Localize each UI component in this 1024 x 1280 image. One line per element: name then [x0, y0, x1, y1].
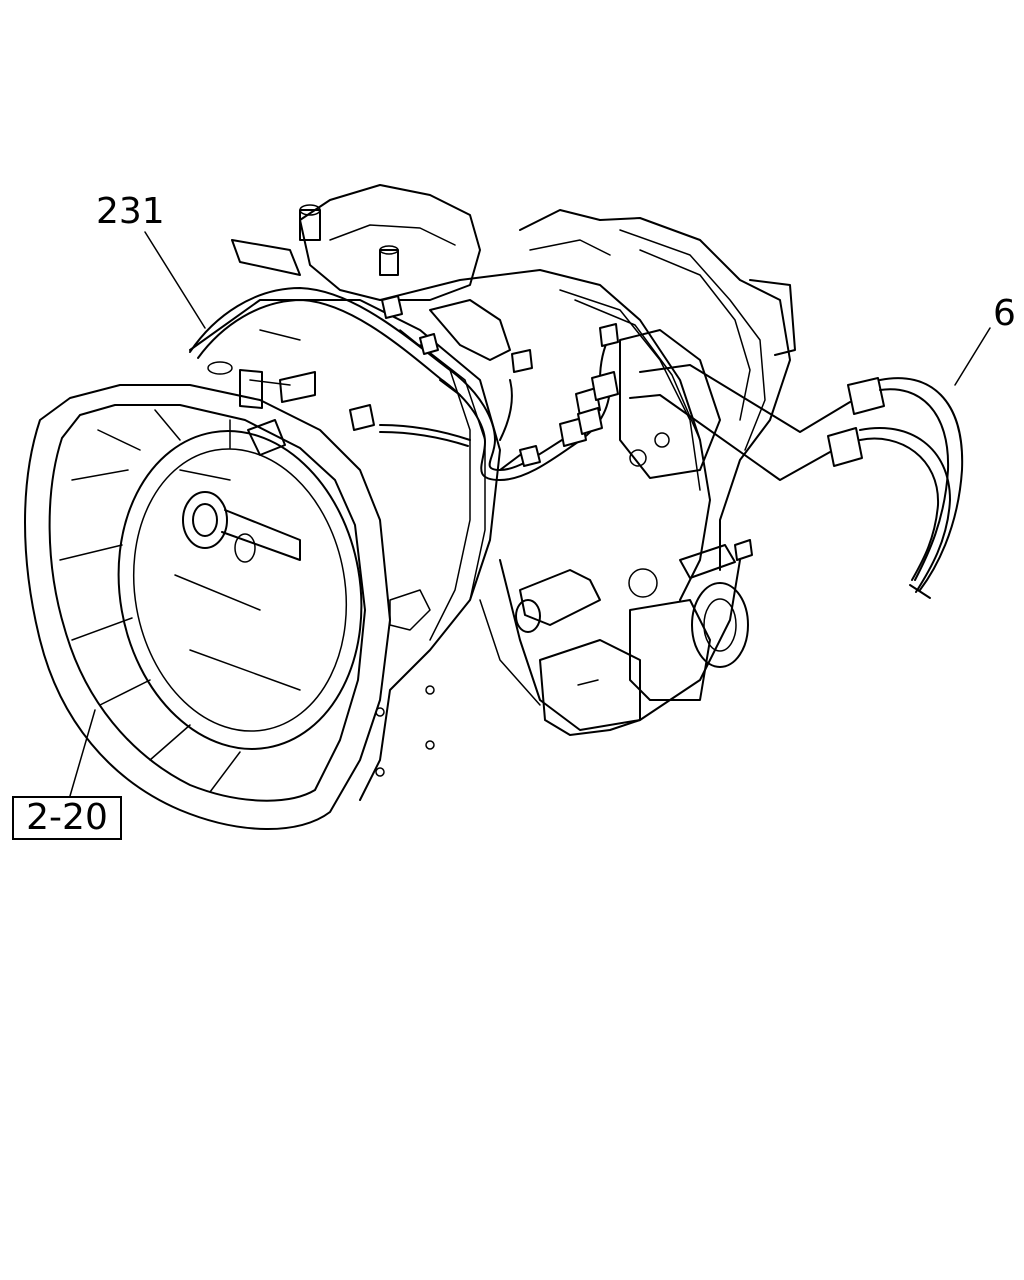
harness-connectors [349, 295, 619, 467]
leader-lines [69, 231, 991, 797]
clutch-bell-housing [24, 384, 391, 830]
leader-6 [954, 327, 991, 386]
callout-connector-label: 6 [993, 293, 1016, 334]
callout-reference-box[interactable]: 2-20 [12, 796, 122, 840]
leader-231 [144, 231, 206, 329]
wiring-harness [189, 287, 611, 481]
callout-harness-label: 231 [96, 191, 165, 232]
pto-assembly [515, 329, 753, 736]
sensor-leads [629, 364, 964, 599]
shift-tower [207, 184, 511, 456]
leader-2-20 [69, 709, 96, 797]
transmission-case [189, 209, 796, 801]
